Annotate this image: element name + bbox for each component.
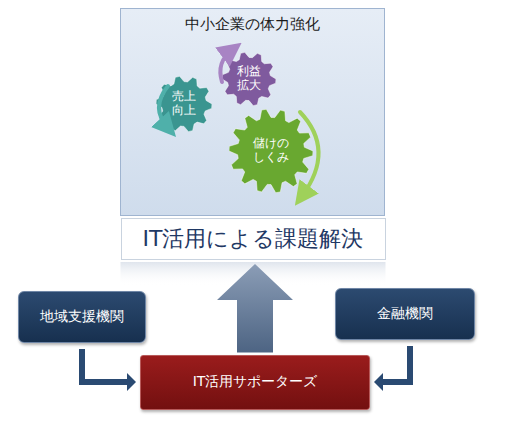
gear-label: 儲けの しくみ bbox=[251, 137, 291, 165]
box-label: IT活用サポーターズ bbox=[193, 373, 318, 391]
org-box: 地域支援機関 bbox=[18, 291, 146, 343]
gear-shape: 利益 拡大 bbox=[222, 52, 276, 106]
supporter-box: IT活用サポーターズ bbox=[140, 355, 370, 410]
gear-label: 売上 向上 bbox=[170, 90, 198, 118]
box-label: 地域支援機関 bbox=[40, 308, 124, 326]
elbow-arrow bbox=[82, 349, 136, 391]
headline-band: IT活用による課題解決 bbox=[121, 218, 386, 260]
box-label: 中小企業の体力強化 bbox=[185, 15, 320, 34]
block-arrow bbox=[217, 264, 293, 353]
box-label: 金融機関 bbox=[377, 305, 433, 323]
gear-shape: 儲けの しくみ bbox=[229, 109, 313, 193]
elbow-arrow bbox=[374, 346, 410, 391]
panel-box: 中小企業の体力強化利益 拡大売上 向上儲けの しくみ bbox=[120, 8, 385, 216]
gear-shape: 売上 向上 bbox=[156, 76, 212, 132]
org-box: 金融機関 bbox=[335, 288, 475, 340]
box-label: IT活用による課題解決 bbox=[143, 224, 364, 254]
gear-label: 利益 拡大 bbox=[235, 65, 263, 93]
